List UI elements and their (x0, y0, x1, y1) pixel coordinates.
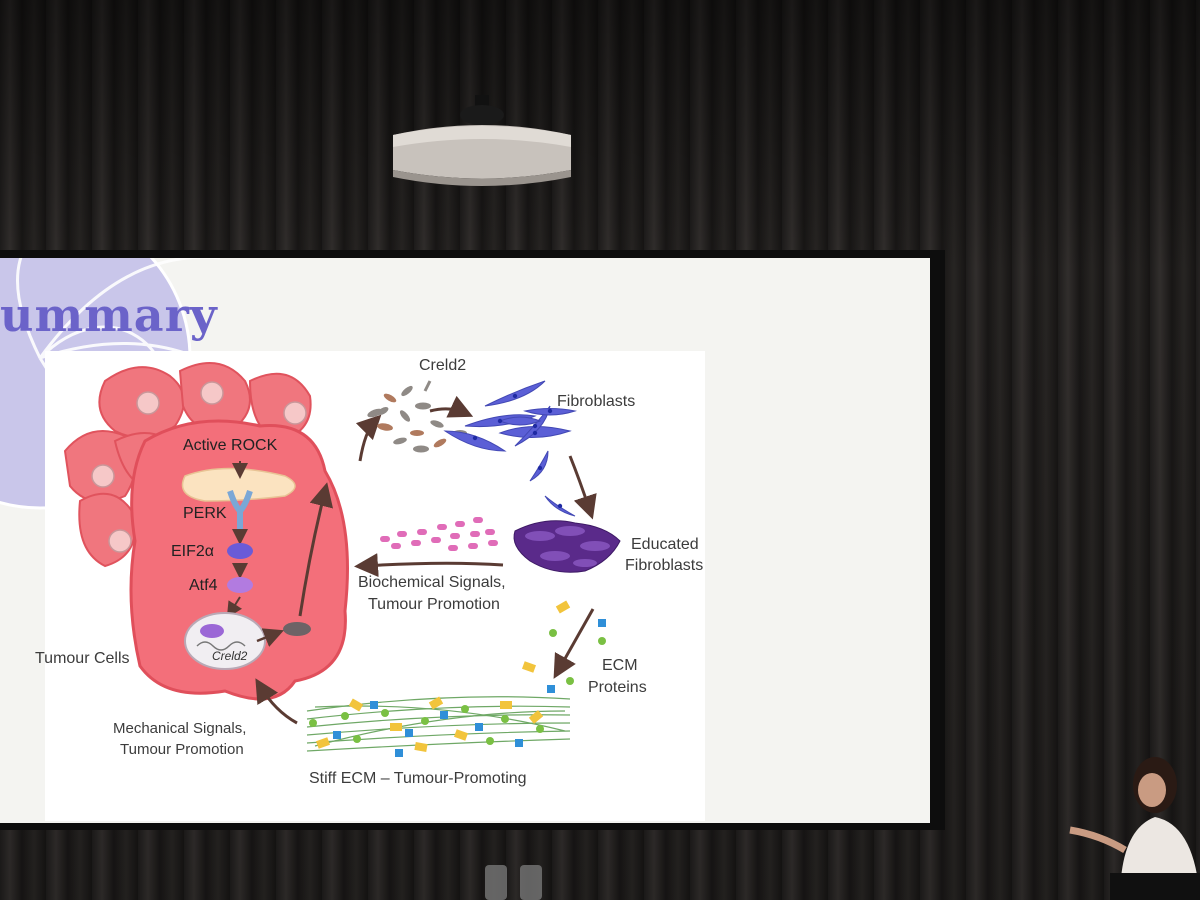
label-atf4: Atf4 (189, 577, 218, 594)
eif2a-shape (227, 543, 253, 559)
label-educated-line2: Fibroblasts (625, 557, 704, 574)
diagram-artwork (63, 362, 621, 757)
label-creld2-gene: Creld2 (212, 649, 248, 663)
label-biochem-line2: Tumour Promotion (368, 596, 500, 613)
presenter (1069, 757, 1200, 900)
water-bottles (485, 865, 542, 900)
label-ecm-line1: ECM (602, 657, 638, 674)
creld2-protein (283, 622, 311, 636)
biochemical-signal-particles (380, 517, 498, 551)
label-tumour-cells: Tumour Cells (35, 650, 130, 667)
label-biochem-line1: Biochemical Signals, (358, 574, 506, 591)
label-mech-line1: Mechanical Signals, (113, 720, 247, 737)
label-educated-line1: Educated (631, 536, 699, 553)
label-ecm-line2: Proteins (588, 679, 647, 696)
slide-title: ummary (0, 288, 218, 342)
label-creld2: Creld2 (419, 357, 467, 374)
label-eif2a: EIF2α (171, 543, 215, 560)
fibroblasts-cluster (443, 380, 577, 517)
label-fibroblasts: Fibroblasts (557, 393, 636, 410)
atf4-shape (227, 577, 253, 593)
label-perk: PERK (183, 505, 227, 522)
stiff-ecm-proteins (309, 696, 544, 757)
presentation-slide: ummary (0, 258, 930, 823)
label-active-rock: Active ROCK (183, 437, 278, 454)
summary-diagram: Active ROCK PERK EIF2α Atf4 Creld2 Creld… (35, 351, 705, 821)
label-mech-line2: Tumour Promotion (120, 741, 244, 758)
ceiling-projector (393, 95, 571, 186)
label-stiff-ecm: Stiff ECM – Tumour-Promoting (309, 770, 527, 787)
creld2-particles (367, 385, 467, 453)
ecm-protein-particles (521, 600, 606, 693)
